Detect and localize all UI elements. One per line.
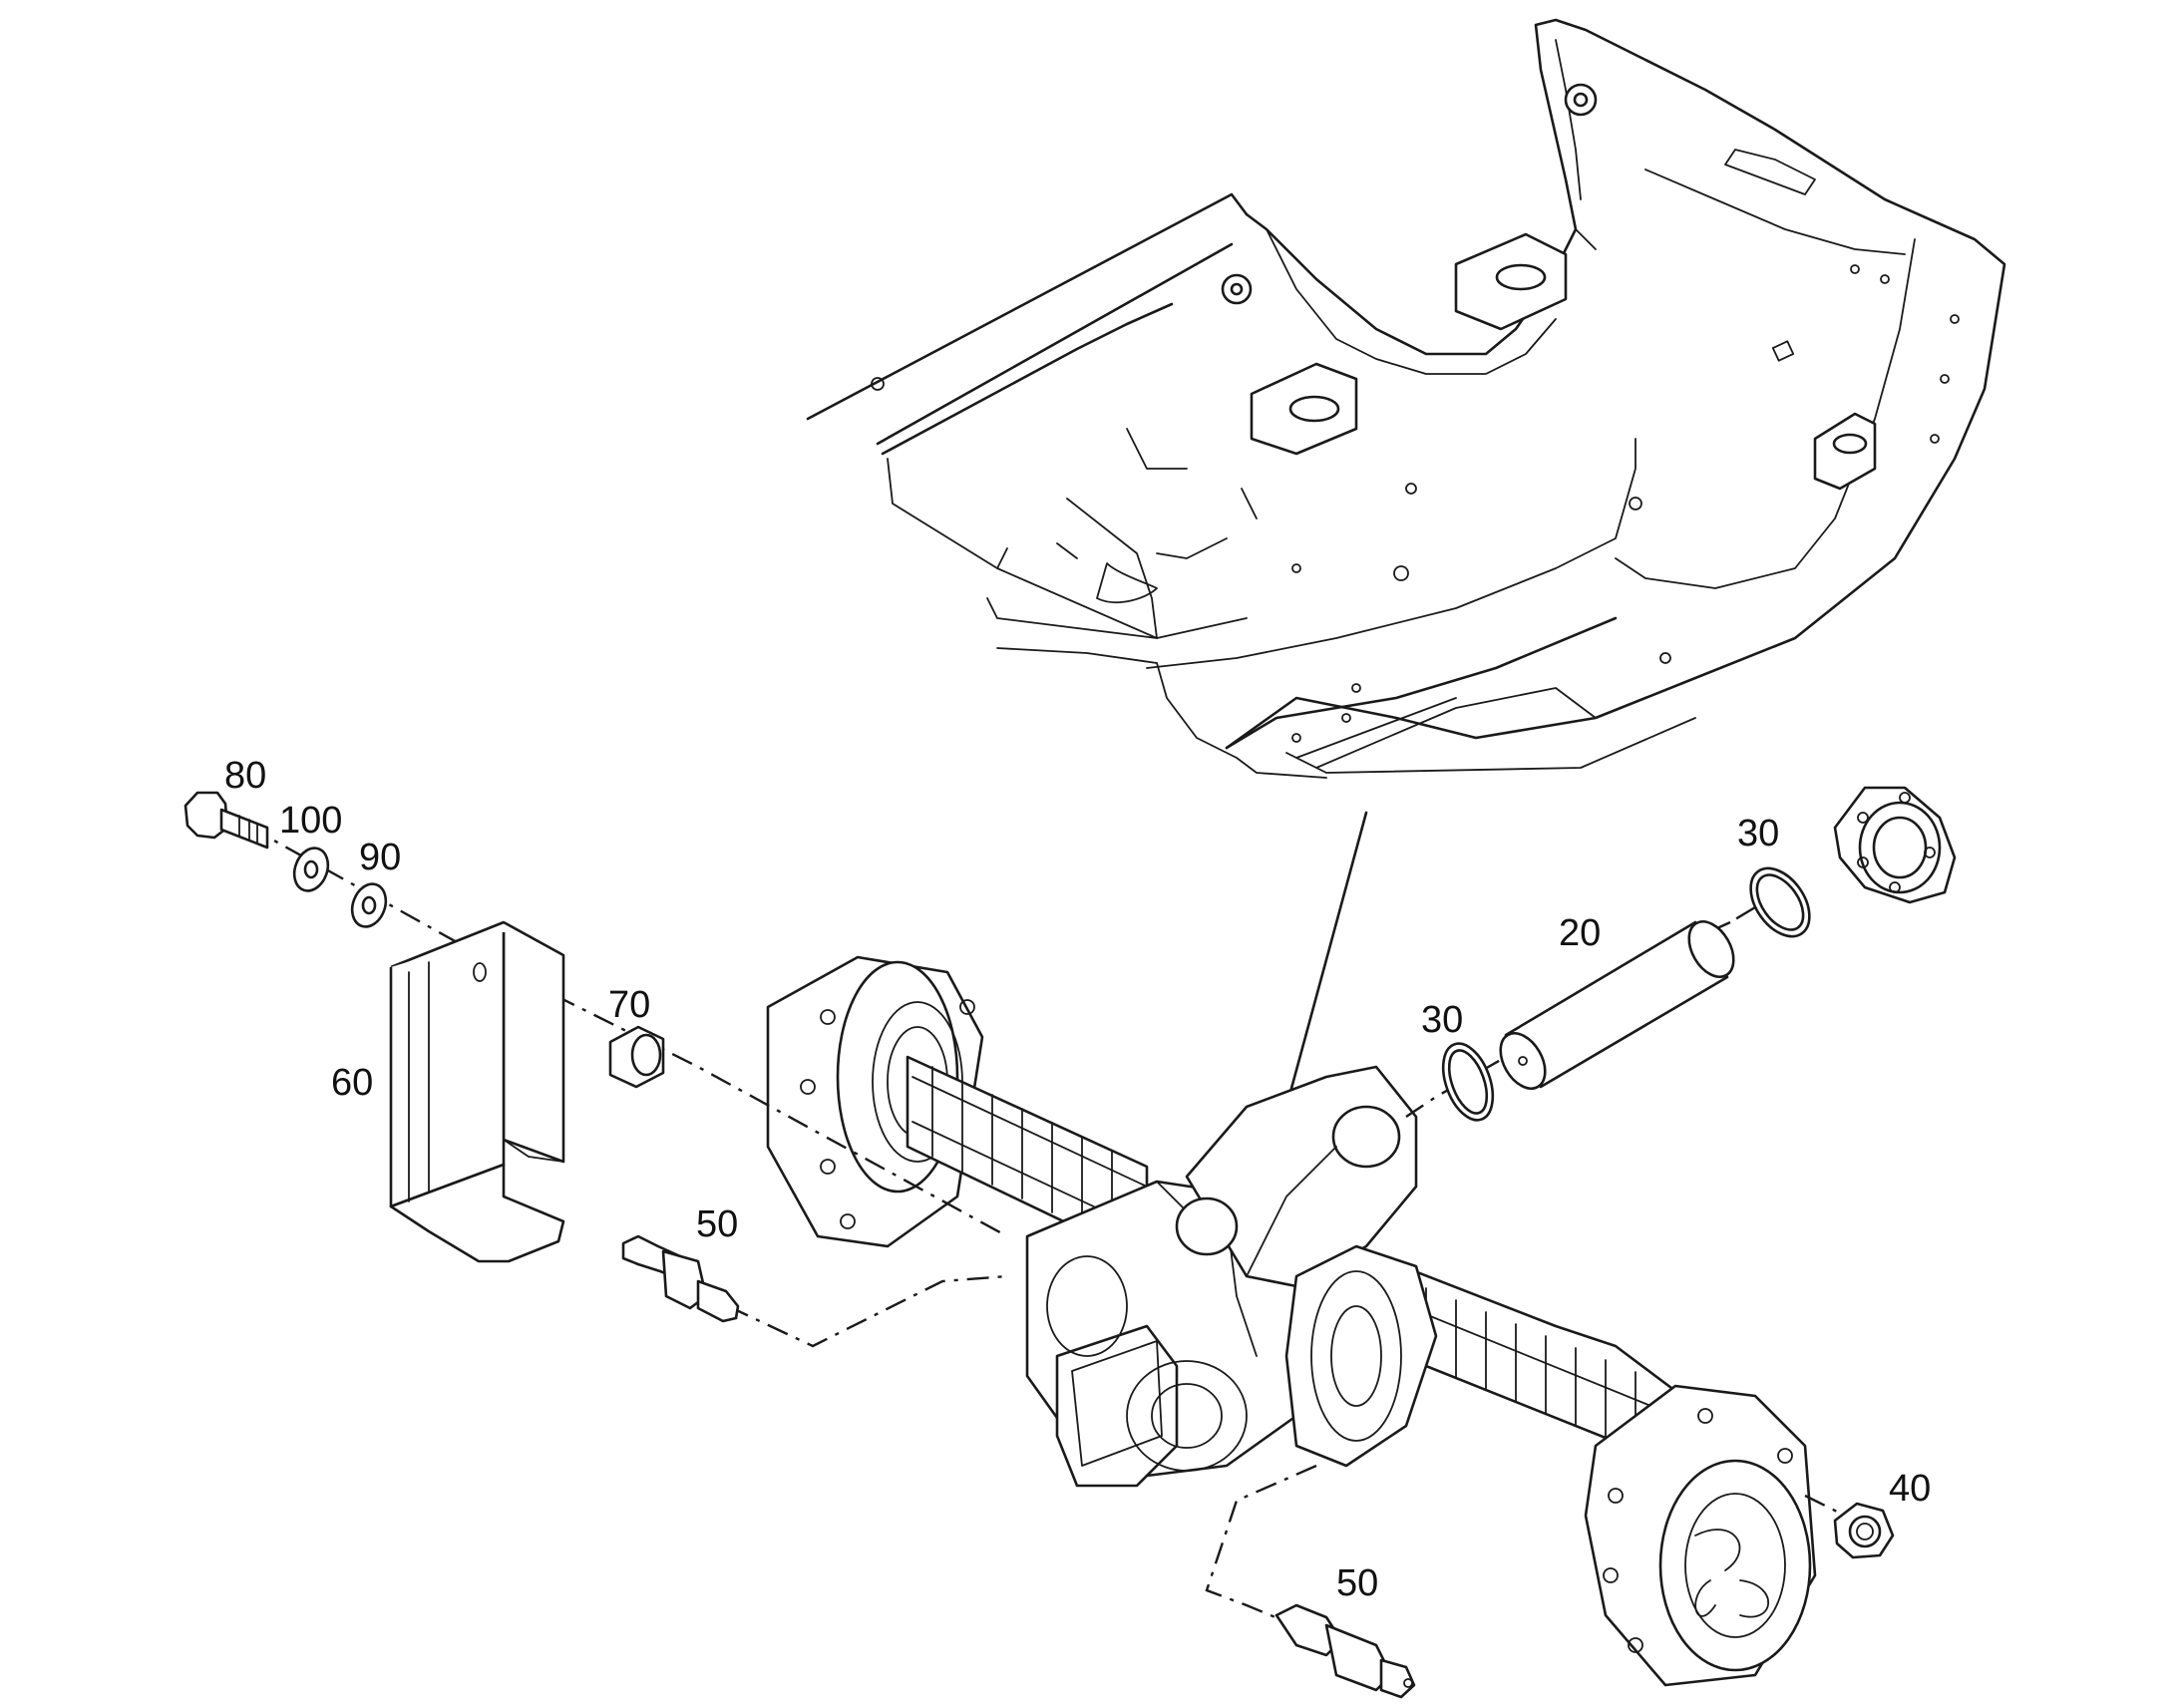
- callout-60: 60: [331, 1062, 373, 1104]
- callout-50-lower: 50: [1336, 1562, 1378, 1604]
- part-30-oring-right: [1749, 866, 1811, 938]
- callout-30-left: 30: [1421, 999, 1463, 1041]
- axle-assembly: [766, 955, 1817, 1687]
- part-flange: [1833, 786, 1957, 904]
- callout-30-right: 30: [1737, 813, 1779, 854]
- part-70-bushing: [608, 1025, 665, 1089]
- callout-50-upper: 50: [696, 1203, 738, 1245]
- part-90-washer: [350, 882, 388, 928]
- part-20-pin: [1499, 920, 1735, 1090]
- part-50-sensor-lower: [1274, 1603, 1416, 1699]
- callout-100: 100: [279, 800, 342, 842]
- callout-labels: 80 100 90 60 70 50 50 30 30 20 40: [224, 755, 1931, 1604]
- callout-20: 20: [1559, 912, 1601, 954]
- frame-axle-leader: [1284, 811, 1368, 1109]
- part-100-washer: [292, 847, 330, 892]
- callout-80: 80: [224, 755, 266, 797]
- callout-40: 40: [1889, 1468, 1931, 1510]
- part-60-shield: [389, 920, 565, 1263]
- left-tube-fins: [911, 1066, 1148, 1241]
- part-40-nut: [1833, 1502, 1895, 1559]
- part-50-sensor-upper: [621, 1234, 740, 1323]
- chassis-frame: [806, 18, 2006, 1109]
- callout-70: 70: [608, 984, 650, 1026]
- callout-90: 90: [359, 837, 401, 878]
- frame-holes: [871, 264, 1960, 743]
- part-80-bolt: [183, 791, 269, 850]
- part-30-oring-left: [1441, 1042, 1495, 1122]
